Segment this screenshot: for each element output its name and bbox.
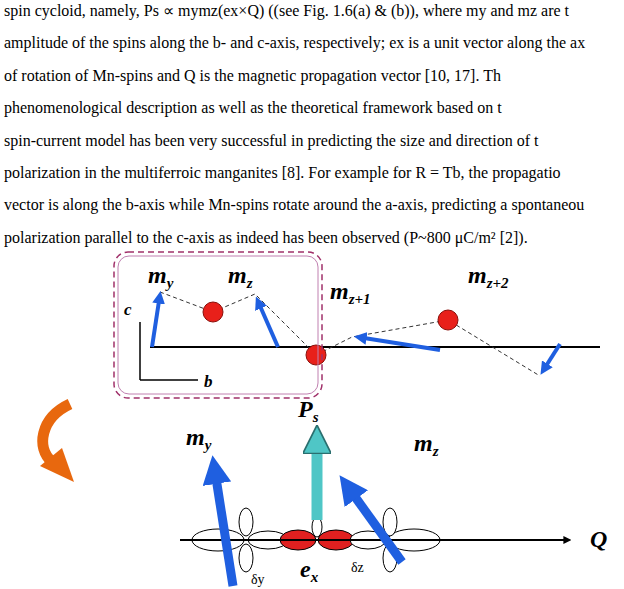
spin-label: my	[148, 262, 173, 293]
symbol-label: Q	[590, 526, 607, 554]
c-axis	[139, 322, 141, 380]
body-text: vector is along the b-axis while Mn-spin…	[4, 196, 584, 214]
ion	[438, 310, 458, 330]
body-text: spin-current model has been very success…	[4, 132, 539, 150]
ion	[306, 345, 326, 365]
ion	[203, 302, 223, 322]
q-axis	[180, 539, 565, 541]
spin-arrow	[353, 494, 402, 562]
body-text: polarization parallel to the c-axis as i…	[4, 229, 528, 247]
spin-arrow	[260, 306, 278, 347]
body-text: spin cycloid, namely, Ps ∝ mymz(ex×Q) ((…	[4, 2, 569, 20]
polarization-arrow	[312, 448, 323, 520]
cycloid-unit-box: my mz c b	[112, 250, 324, 400]
axis-label: c	[124, 300, 132, 320]
transition-arrow-head	[40, 448, 74, 482]
symbol-label: Ps	[298, 396, 319, 427]
body-text: amplitude of the spins along the b- and …	[4, 34, 585, 52]
body-text: of rotation of Mn-spins and Q is the mag…	[4, 67, 501, 85]
symbol-label: my	[186, 424, 211, 455]
symbol-label: ex	[300, 556, 318, 587]
b-axis	[140, 379, 198, 381]
dashed-link	[160, 292, 540, 376]
spin-arrow	[364, 338, 440, 350]
chain-axis	[150, 346, 600, 348]
body-text: phenomenological description as well as …	[4, 99, 502, 117]
spin-arrow	[546, 344, 560, 366]
symbol-label: δz	[350, 560, 365, 576]
symbol-label: mz	[414, 430, 439, 461]
spin-label: mz	[228, 262, 253, 293]
axis-label: b	[204, 372, 213, 392]
spin-arrow	[216, 478, 233, 586]
spin-arrow	[152, 301, 159, 347]
box-outline	[112, 250, 324, 400]
body-text: polarization in the multiferroic mangani…	[4, 164, 561, 182]
symbol-label: mz+2	[468, 262, 509, 293]
symbol-label: δy	[250, 572, 266, 588]
symbol-label: mz+1	[330, 278, 371, 309]
